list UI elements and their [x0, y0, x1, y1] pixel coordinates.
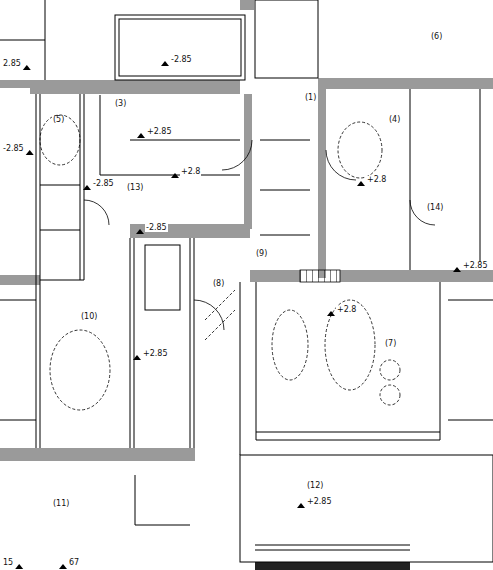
level-symbol — [59, 564, 67, 569]
callout-number: (11) — [52, 500, 70, 508]
level-mark: +2.8 — [336, 306, 357, 314]
stair — [300, 270, 340, 282]
level-symbol — [26, 150, 34, 155]
callout-number: (12) — [306, 482, 324, 490]
level-mark: +2.85 — [462, 262, 489, 270]
callout-number: (13) — [126, 184, 144, 192]
level-symbol — [327, 311, 335, 316]
callout-number: (3) — [114, 100, 127, 108]
level-mark: +2.85 — [146, 128, 173, 136]
level-symbol — [357, 181, 365, 186]
level-symbol — [137, 133, 145, 138]
callout-number: (8) — [212, 280, 225, 288]
furniture — [40, 115, 400, 410]
level-mark: +2.85 — [142, 350, 169, 358]
level-symbol — [136, 229, 144, 234]
callout-number: (5) — [52, 116, 65, 124]
level-mark: -2.85 — [92, 180, 115, 188]
level-mark: +2.8 — [366, 176, 387, 184]
level-mark: -2.85 — [145, 224, 168, 232]
callout-number: (9) — [255, 250, 268, 258]
level-mark: -2.85 — [170, 56, 193, 64]
level-symbol — [133, 355, 141, 360]
level-symbol — [171, 173, 179, 178]
callout-number: (14) — [426, 204, 444, 212]
level-symbol — [453, 267, 461, 272]
level-symbol — [23, 65, 31, 70]
level-mark: 67 — [68, 559, 80, 567]
door-swing — [84, 140, 435, 330]
level-symbol — [15, 564, 23, 569]
callout-number: (10) — [80, 313, 98, 321]
level-mark: 15 — [2, 559, 14, 567]
callout-number: (7) — [384, 340, 397, 348]
callout-number: (4) — [388, 116, 401, 124]
level-mark: +2.8 — [180, 168, 201, 176]
level-symbol — [161, 61, 169, 66]
level-mark: +2.85 — [306, 498, 333, 506]
level-mark: 2.85 — [2, 60, 22, 68]
level-symbol — [83, 185, 91, 190]
level-symbol — [297, 503, 305, 508]
callout-number: (1) — [304, 94, 317, 102]
level-mark: -2.85 — [2, 145, 25, 153]
callout-number: (6) — [430, 33, 443, 41]
